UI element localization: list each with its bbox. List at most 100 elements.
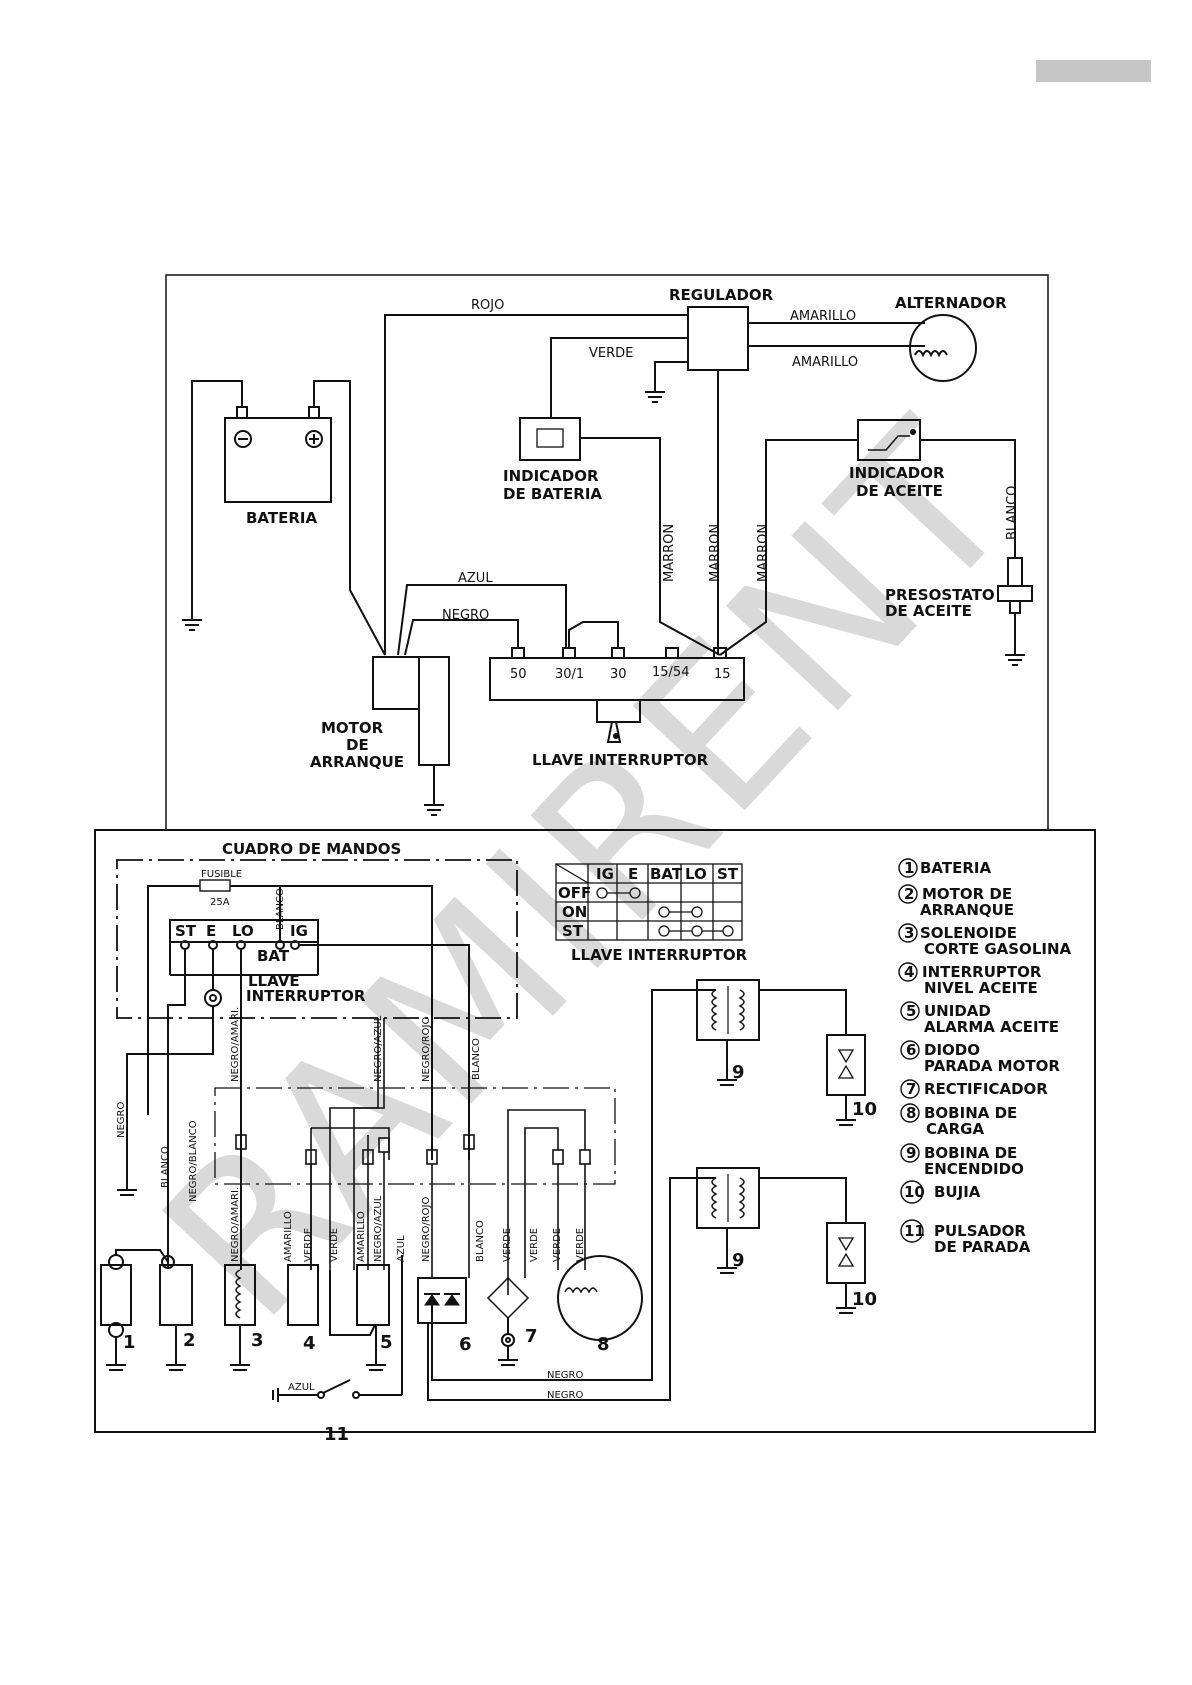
- legend-num-2: 2: [904, 885, 914, 903]
- label-llave-1: LLAVE: [248, 972, 300, 990]
- label-motor-3: ARRANQUE: [310, 753, 404, 771]
- legend-4-line-2: NIVEL ACEITE: [924, 979, 1038, 997]
- comp-num-11: 11: [324, 1424, 349, 1445]
- legend-5-line-1: UNIDAD: [924, 1002, 991, 1020]
- wire-marron-1: MARRON: [662, 524, 677, 582]
- label-indicador-aceite-1: INDICADOR: [849, 464, 945, 482]
- comp-num-4: 4: [303, 1333, 316, 1354]
- terminal-ig: IG: [290, 922, 308, 940]
- wire-lower-12: VERDE: [552, 1228, 563, 1262]
- legend: 1 BATERIA 2 MOTOR DE ARRANQUE 3 SOLENOID…: [904, 859, 1072, 1256]
- comp-5-oil-alarm: [356, 1264, 390, 1326]
- legend-num-8: 8: [906, 1104, 916, 1122]
- starter-motor-symbol: [372, 656, 420, 710]
- legend-num-11: 11: [904, 1222, 925, 1240]
- comp-1-battery: [100, 1264, 132, 1326]
- label-blanco-top: BLANCO: [275, 888, 286, 930]
- legend-4-line-1: INTERRUPTOR: [922, 963, 1042, 981]
- legend-num-3: 3: [904, 924, 914, 942]
- label-fusible: FUSIBLE: [201, 869, 242, 880]
- wire-left-blanco: BLANCO: [160, 1146, 171, 1188]
- wire-negro: NEGRO: [442, 608, 489, 623]
- battery-indicator-symbol: [519, 417, 581, 461]
- comp-num-10a: 10: [852, 1099, 877, 1120]
- comp-num-8: 8: [597, 1334, 610, 1355]
- harness-connector-dashed: [214, 1087, 616, 1185]
- table-row-st: ST: [562, 922, 584, 940]
- legend-11-line-1: PULSADOR: [934, 1222, 1026, 1240]
- wire-negro-1: NEGRO: [547, 1370, 583, 1381]
- wire-amarillo-2: AMARILLO: [792, 355, 858, 370]
- terminal-30: 30: [610, 667, 627, 682]
- switch-table-grid: [555, 863, 743, 941]
- table-caption: LLAVE INTERRUPTOR: [571, 946, 748, 964]
- wire-lower-5: AMARILLO: [356, 1211, 367, 1262]
- table-header-bat: BAT: [650, 865, 683, 883]
- table-row-off: OFF: [558, 884, 591, 902]
- legend-7-line-1: RECTIFICADOR: [924, 1080, 1048, 1098]
- label-bat: BAT: [257, 947, 290, 965]
- presostato-symbol: [997, 557, 1033, 666]
- terminal-15: 15: [714, 667, 731, 682]
- wire-lower-2: AMARILLO: [283, 1211, 294, 1262]
- wire-azul-pulsador: AZUL: [288, 1382, 315, 1393]
- comp-num-6: 6: [459, 1334, 472, 1355]
- wire-lower-7: AZUL: [396, 1235, 407, 1262]
- table-header-st: ST: [717, 865, 739, 883]
- legend-11-line-2: DE PARADA: [934, 1238, 1031, 1256]
- fuse-symbol: [199, 879, 231, 892]
- table-header-e: E: [628, 865, 638, 883]
- comp-4-oil-switch: [287, 1264, 319, 1326]
- wire-marron-2: MARRON: [708, 524, 723, 582]
- comp-num-9b: 9: [732, 1250, 745, 1271]
- label-fusible-rating: 25A: [210, 897, 230, 908]
- comp-11-stop-button: [272, 1379, 402, 1402]
- legend-3-line-2: CORTE GASOLINA: [924, 940, 1072, 958]
- wire-upper-negro-rojo: NEGRO/ROJO: [421, 1016, 432, 1082]
- wire-upper-negro-azul: NEGRO/AZUL: [373, 1015, 384, 1082]
- legend-num-6: 6: [906, 1041, 916, 1059]
- comp-2-starter: [159, 1264, 193, 1326]
- wire-blanco: BLANCO: [1005, 486, 1020, 540]
- terminal-50: 50: [510, 667, 527, 682]
- label-presostato-1: PRESOSTATO: [885, 586, 995, 604]
- comp-num-9a: 9: [732, 1062, 745, 1083]
- legend-8-line-1: BOBINA DE: [924, 1104, 1017, 1122]
- legend-num-10: 10: [904, 1183, 925, 1201]
- wire-negro-2: NEGRO: [547, 1390, 583, 1401]
- label-indicador-bateria-1: INDICADOR: [503, 467, 599, 485]
- legend-num-1: 1: [904, 859, 914, 877]
- legend-2-line-1: MOTOR DE: [922, 885, 1012, 903]
- legend-8-line-2: CARGA: [926, 1120, 984, 1138]
- wire-lower-10: VERDE: [502, 1228, 513, 1262]
- terminal-e: E: [206, 922, 216, 940]
- terminal-st: ST: [175, 922, 197, 940]
- label-indicador-aceite-2: DE ACEITE: [856, 482, 943, 500]
- bottom-diagram-frame: [94, 829, 1096, 1433]
- legend-10-line-1: BUJIA: [934, 1183, 981, 1201]
- legend-3-line-1: SOLENOIDE: [920, 924, 1017, 942]
- wire-lower-9: BLANCO: [475, 1220, 486, 1262]
- legend-1-line-1: BATERIA: [920, 859, 991, 877]
- table-header-lo: LO: [685, 865, 707, 883]
- page-header-tab: [1036, 60, 1151, 82]
- label-llave-top: LLAVE INTERRUPTOR: [532, 751, 709, 769]
- wire-amarillo-1: AMARILLO: [790, 309, 856, 324]
- comp-num-3: 3: [251, 1330, 264, 1351]
- legend-5-line-2: ALARMA ACEITE: [924, 1018, 1059, 1036]
- legend-num-9: 9: [906, 1144, 916, 1162]
- wire-lower-4: VERDE: [329, 1228, 340, 1262]
- wire-lower-3: VERDE: [303, 1228, 314, 1262]
- label-alternador: ALTERNADOR: [895, 294, 1007, 312]
- panel-title: CUADRO DE MANDOS: [222, 840, 401, 858]
- comp-6-diode: [417, 1277, 467, 1324]
- comp-num-1: 1: [123, 1332, 136, 1353]
- wire-lower-13: VERDE: [575, 1228, 586, 1262]
- comp-num-2: 2: [183, 1330, 196, 1351]
- label-regulador: REGULADOR: [669, 286, 774, 304]
- battery-symbol: [224, 406, 332, 503]
- ground-symbol: [182, 619, 202, 631]
- wire-lower-1: NEGRO/AMARI.: [230, 1187, 241, 1262]
- wire-left-negro-blanco: NEGRO/BLANCO: [188, 1120, 199, 1202]
